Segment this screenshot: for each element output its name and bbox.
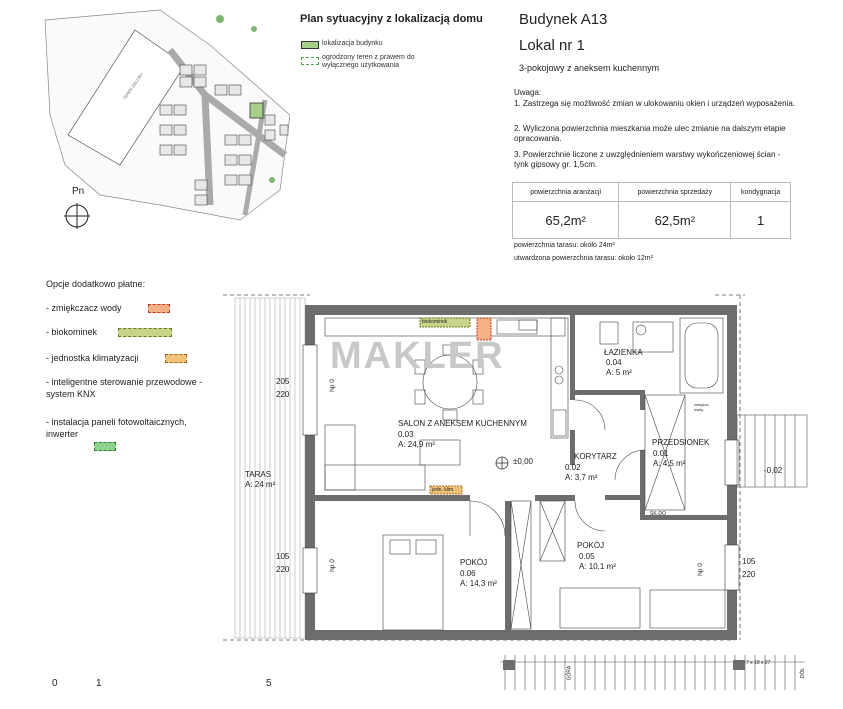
legend-swatch-fenced <box>301 57 319 65</box>
area-table: powierzchnia aranżacji powierzchnia sprz… <box>511 182 791 239</box>
option-water-softener: - zmiękczacz wody <box>46 303 122 313</box>
area-table-header: powierzchnia aranżacji <box>511 182 620 202</box>
window-2-height: 220 <box>276 565 290 574</box>
room-area-corridor: A: 3,7 m² <box>565 473 598 482</box>
option-biofireplace: - biokominek <box>46 327 98 337</box>
option-air-conditioning: - jednostka klimatyzacji <box>46 353 139 363</box>
option-swatch-water-softener <box>148 304 170 313</box>
option-knx: - inteligentne sterowanie przewodowe - s… <box>46 377 203 399</box>
notes-title: Uwaga: <box>514 88 542 97</box>
note-item: 3. Powierzchnie liczone z uwzględnieniem… <box>514 150 781 169</box>
legend-label-building: lokalizacja budynku <box>322 40 383 47</box>
window-1-sill: hp 0 <box>328 379 336 392</box>
note-item: 2. Wyliczona powierzchnia mieszkania moż… <box>514 124 786 143</box>
window-1-height: 220 <box>276 390 290 399</box>
room-no-bedroom-1: 0.06 <box>460 569 476 578</box>
window-3-sill: hp 0 <box>696 563 704 576</box>
options-title: Opcje dodatkowo płatne: <box>46 279 146 289</box>
area-table-header: kondygnacja <box>730 182 791 202</box>
terrace-area <box>234 297 306 639</box>
terrace-area-note: powierzchnia tarasu: około 24m² <box>514 242 615 249</box>
north-label: Pn <box>72 186 85 197</box>
option-swatch-biofireplace <box>118 328 172 337</box>
room-name-salon: SALON Z ANEKSEM KUCHENNYM <box>398 419 527 428</box>
room-name-bathroom: ŁAZIENKA <box>604 348 643 357</box>
unit-number: Lokal nr 1 <box>519 37 585 54</box>
area-table-header: powierzchnia sprzedaży <box>618 182 732 202</box>
stairs-dims-label: 7 x 18 x 27 <box>746 660 771 666</box>
room-no-bathroom: 0.04 <box>606 358 622 367</box>
room-no-salon: 0.03 <box>398 430 414 439</box>
area-sale-value: 62,5m² <box>618 201 732 239</box>
room-no-vestibule: 0.01 <box>653 449 669 458</box>
room-area-salon: A: 24,9 m² <box>398 440 435 449</box>
room-no-bedroom-2: 0.05 <box>579 552 595 561</box>
window-3-width: 105 <box>742 557 756 566</box>
option-swatch-air-conditioning <box>165 354 187 363</box>
building-location-marker <box>249 102 264 119</box>
floor-plan <box>223 294 808 690</box>
stairs-up-label: GÓRA <box>566 665 573 681</box>
room-no-corridor: 0.02 <box>565 463 581 472</box>
room-area-vestibule: A: 4,5 m² <box>653 459 686 468</box>
window-2-width: 105 <box>276 552 290 561</box>
window-1-width: 205 <box>276 377 290 386</box>
room-name-bedroom-2: POKÓJ <box>577 541 605 550</box>
note-item: 1. Zastrzega się możliwość zmian w uloko… <box>514 99 796 108</box>
watermark: MAKLER <box>330 335 505 377</box>
option-swatch-photovoltaics <box>94 442 116 451</box>
room-area-bathroom: A: 5 m² <box>606 368 632 377</box>
north-arrow-icon <box>64 203 90 229</box>
room-area-terrace: A: 24 m² <box>245 480 276 489</box>
room-area-bedroom-2: A: 10,1 m² <box>579 562 616 571</box>
room-name-vestibule: PRZEDSIONEK <box>652 438 710 447</box>
scale-label-5: 5 <box>266 678 272 689</box>
air-conditioning-tag: jedn. klim. <box>432 487 455 493</box>
unit-description: 3-pokojowy z aneksem kuchennym <box>519 63 660 73</box>
level-label: ±0,00 <box>513 457 533 466</box>
floor-value: 1 <box>730 201 791 239</box>
site-plan-map: TEREN ZIELONY <box>44 9 290 221</box>
building-id: Budynek A13 <box>519 11 608 28</box>
stairs-down-label: DÓŁ <box>800 667 807 679</box>
entrance-level-label: -0,02 <box>764 466 783 475</box>
room-name-corridor: KORYTARZ <box>574 452 617 461</box>
area-arrangement-value: 65,2m² <box>511 201 620 239</box>
scale-label-0: 0 <box>52 678 58 689</box>
window-3-height: 220 <box>742 570 756 579</box>
legend-swatch-building <box>301 41 319 49</box>
room-area-bedroom-1: A: 14,3 m² <box>460 579 497 588</box>
option-photovoltaics: - instalacja paneli fotowoltaicznych, in… <box>46 417 187 439</box>
legend-label-fenced: ogrodzony teren z prawem do wyłącznego u… <box>322 54 415 69</box>
water-softener-tag: zmiękcz. wody <box>694 402 710 412</box>
scale-label-1: 1 <box>96 678 102 689</box>
terrace-hardened-note: utwardzona powierzchnia tarasu: około 12… <box>514 255 653 262</box>
window-2-sill: hp 0 <box>328 559 336 572</box>
site-plan-title: Plan sytuacyjny z lokalizacją domu <box>300 13 483 25</box>
biofireplace-tag: biokominek <box>422 319 448 325</box>
room-name-bedroom-1: POKÓJ <box>460 558 488 567</box>
room-name-terrace: TARAS <box>245 470 272 479</box>
cabinet-tag: SK-DO <box>650 511 666 517</box>
